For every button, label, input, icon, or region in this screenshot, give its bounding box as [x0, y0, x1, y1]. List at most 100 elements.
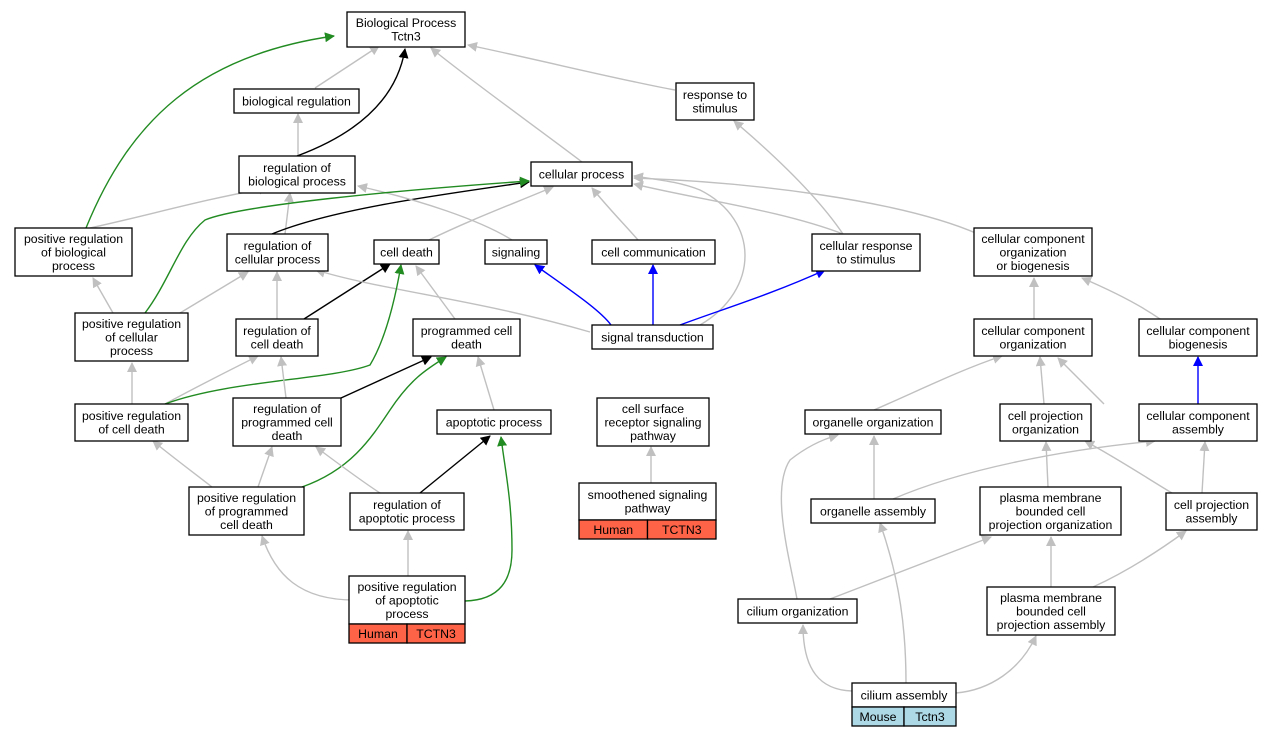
node-label-line: process — [385, 607, 428, 621]
node-label-line: programmed cell — [241, 415, 333, 429]
positively-regulates-edge — [144, 176, 530, 314]
node-label-line: cell surface — [622, 402, 684, 416]
is-a-edge — [415, 265, 456, 320]
node-label-line: regulation of — [243, 324, 311, 338]
node-label-line: cellular component — [1146, 409, 1250, 423]
node-label-line: biogenesis — [1169, 338, 1228, 352]
go-term-node-biol-reg[interactable]: biological regulation — [233, 88, 360, 114]
node-label-line: regulation of — [253, 402, 321, 416]
go-term-node-cell-death[interactable]: cell death — [373, 239, 440, 265]
node-label-line: regulation of — [373, 498, 441, 512]
node-label-line: cilium assembly — [861, 688, 949, 702]
node-label-line: cellular response — [820, 239, 913, 253]
node-label-line: smoothened signaling — [588, 488, 708, 502]
positively-regulates-edge — [164, 264, 405, 405]
node-label-line: cell death — [220, 518, 273, 532]
is-a-edge — [92, 277, 114, 314]
node-label-line: process — [110, 344, 153, 358]
go-term-node-signaling[interactable]: signaling — [484, 239, 548, 265]
node-label-line: of cell death — [98, 423, 164, 437]
is-a-edge — [1035, 356, 1046, 405]
positively-regulates-edge — [85, 32, 335, 229]
is-a-edge — [257, 446, 274, 488]
is-a-edge — [1057, 357, 1105, 405]
is-a-edge — [633, 173, 979, 235]
node-label-line: cellular process — [235, 253, 320, 267]
species-label: Human — [593, 523, 633, 537]
node-label-line: biological process — [248, 175, 346, 189]
node-box — [226, 233, 329, 272]
is-a-edge — [955, 635, 1037, 694]
go-term-node-org-asm[interactable]: organelle assembly — [810, 498, 936, 524]
node-box — [851, 682, 957, 708]
node-box — [436, 409, 552, 435]
node-label-line: regulation of — [263, 161, 331, 175]
node-label-line: pathway — [625, 502, 672, 516]
node-label-line: stimulus — [692, 102, 737, 116]
node-label-line: cellular process — [539, 167, 624, 181]
has-part-edge — [534, 264, 612, 326]
node-label-line: bounded cell — [1016, 604, 1086, 618]
node-box — [737, 598, 858, 624]
is-a-edge — [164, 355, 259, 405]
node-label-line: cilium organization — [747, 604, 849, 618]
node-label-line: of apoptotic — [375, 593, 439, 607]
node-label-line: death — [272, 429, 303, 443]
go-term-node-cil-org[interactable]: cilium organization — [737, 598, 858, 624]
go-term-node-sig-trans[interactable]: signal transduction — [591, 324, 714, 350]
go-term-node-apop[interactable]: apoptotic process — [436, 409, 552, 435]
go-term-node-cell-comm[interactable]: cell communication — [591, 239, 716, 265]
is-a-edge — [277, 356, 288, 399]
part-of-edge — [271, 178, 530, 235]
is-a-edge — [1092, 530, 1187, 588]
is-a-edge — [780, 432, 839, 600]
is-a-edge — [467, 41, 676, 91]
is-a-edge — [89, 184, 269, 229]
node-box — [591, 239, 716, 265]
is-a-edge — [829, 535, 992, 600]
node-label-line: assembly — [1186, 512, 1239, 526]
node-box — [233, 88, 360, 114]
gene-label: Tctn3 — [915, 710, 945, 724]
node-label-line: organelle assembly — [820, 504, 927, 518]
species-label: Human — [358, 627, 398, 641]
node-label-line: Tctn3 — [391, 30, 421, 44]
node-box — [348, 575, 466, 625]
is-a-edge — [314, 45, 380, 89]
node-box — [373, 239, 440, 265]
node-box — [804, 409, 942, 435]
go-term-node-cell-proc[interactable]: cellular process — [530, 161, 633, 187]
part-of-edge — [296, 48, 409, 157]
node-box — [979, 486, 1122, 536]
node-label-line: cell death — [380, 245, 433, 259]
node-box — [235, 318, 319, 357]
go-term-node-org-org[interactable]: organelle organization — [804, 409, 942, 435]
node-label-line: pathway — [630, 429, 677, 443]
